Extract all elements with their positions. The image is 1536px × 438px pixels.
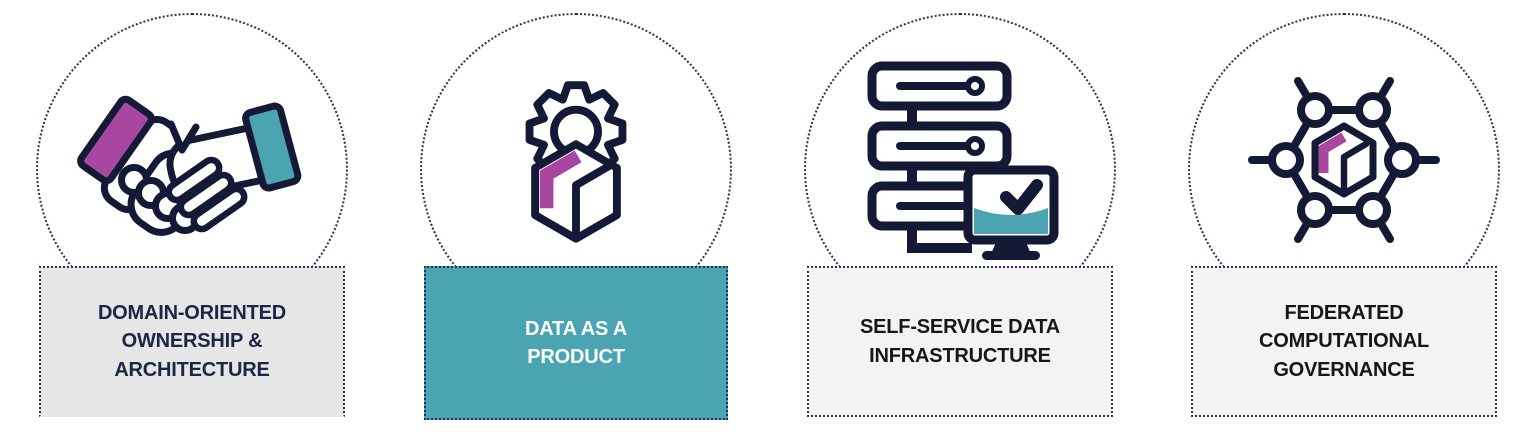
panel-label: SELF-SERVICE DATA INFRASTRUCTURE (860, 316, 1060, 367)
hex-network-icon (1244, 60, 1444, 260)
label-box-domain-ownership: DOMAIN-ORIENTED OWNERSHIP & ARCHITECTURE (39, 266, 345, 417)
panel-federated-governance: FEDERATED COMPUTATIONAL GOVERNANCE (1152, 0, 1536, 438)
panel-data-as-product: DATA AS A PRODUCT (384, 0, 768, 438)
panel-domain-ownership: DOMAIN-ORIENTED OWNERSHIP & ARCHITECTURE (0, 0, 384, 438)
gear-package-icon (513, 74, 639, 246)
server-monitor-icon (860, 58, 1060, 262)
label-box-self-service: SELF-SERVICE DATA INFRASTRUCTURE (807, 266, 1113, 417)
label-box-federated-governance: FEDERATED COMPUTATIONAL GOVERNANCE (1191, 266, 1497, 417)
panel-label: FEDERATED COMPUTATIONAL GOVERNANCE (1259, 301, 1429, 381)
panel-label: DATA AS A PRODUCT (525, 317, 627, 368)
panel-self-service: SELF-SERVICE DATA INFRASTRUCTURE (768, 0, 1152, 438)
handshake-icon (70, 78, 314, 242)
panel-label: DOMAIN-ORIENTED OWNERSHIP & ARCHITECTURE (97, 301, 287, 381)
label-box-data-as-product: DATA AS A PRODUCT (424, 266, 728, 420)
